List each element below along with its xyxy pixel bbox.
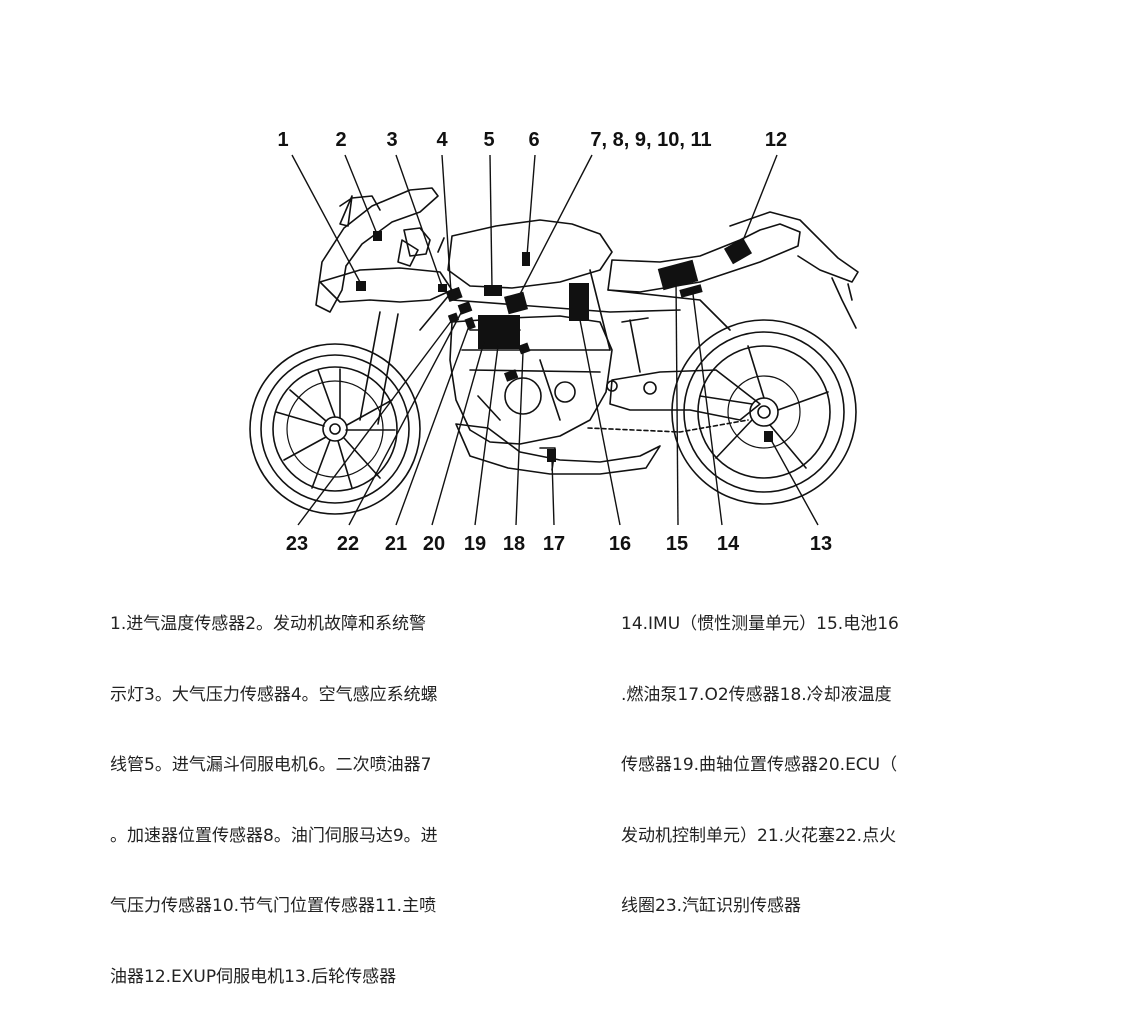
caption-right-line: .燃油泵17.O2传感器18.冷却液温度 bbox=[621, 684, 892, 705]
caption-left-line: 线管5。进气漏斗伺服电机6。二次喷油器7 bbox=[110, 755, 432, 775]
callout-17: 17 bbox=[543, 533, 565, 555]
motorcycle-diagram: 1 2 3 4 5 6 7, 8, 9, 10, 11 12 23 22 21 … bbox=[249, 129, 859, 555]
caption-left: 1.进气温度传感器2。发动机故障和系统警 示灯3。大气压力传感器4。空气感应系统… bbox=[110, 566, 438, 1013]
callout-19: 19 bbox=[464, 533, 486, 555]
marker-7-11 bbox=[504, 291, 528, 315]
front-wheel bbox=[249, 343, 421, 515]
seat bbox=[607, 223, 801, 293]
caption-left-line: 油器12.EXUP伺服电机13.后轮传感器 bbox=[110, 966, 397, 987]
caption-left-line: 气压力传感器10.节气门位置传感器11.主喷 bbox=[110, 896, 437, 916]
marker-16 bbox=[569, 283, 589, 321]
exhaust bbox=[455, 423, 661, 475]
callout-numbers: 1 2 3 4 5 6 7, 8, 9, 10, 11 12 23 22 21 … bbox=[277, 129, 832, 555]
callout-7-11: 7, 8, 9, 10, 11 bbox=[590, 129, 711, 151]
marker-2 bbox=[373, 231, 382, 241]
callout-4: 4 bbox=[436, 129, 448, 151]
caption-left-line: 示灯3。大气压力传感器4。空气感应系统螺 bbox=[110, 684, 438, 705]
callout-16: 16 bbox=[609, 533, 631, 555]
motorcycle-drawing bbox=[249, 187, 859, 515]
fuel-tank bbox=[447, 219, 613, 289]
caption-right-line: 传感器19.曲轴位置传感器20.ECU（ bbox=[621, 755, 898, 775]
callout-21: 21 bbox=[385, 533, 407, 555]
leader-lines bbox=[291, 154, 819, 526]
marker-12 bbox=[723, 237, 753, 265]
engine bbox=[449, 315, 613, 445]
side-panel bbox=[319, 267, 453, 303]
marker-22 bbox=[457, 301, 473, 315]
front-fork bbox=[359, 239, 419, 425]
marker-6 bbox=[522, 252, 530, 266]
callout-3: 3 bbox=[386, 129, 397, 151]
callout-14: 14 bbox=[717, 533, 740, 555]
callout-22: 22 bbox=[337, 533, 359, 555]
front-fairing bbox=[315, 187, 439, 313]
callout-23: 23 bbox=[286, 533, 308, 555]
marker-14 bbox=[679, 284, 703, 298]
caption-right-line: 14.IMU（惯性测量单元）15.电池16 bbox=[621, 614, 899, 634]
callout-20: 20 bbox=[423, 533, 445, 555]
tail bbox=[729, 211, 859, 283]
callout-15: 15 bbox=[666, 533, 688, 555]
caption-left-line: 1.进气温度传感器2。发动机故障和系统警 bbox=[110, 614, 427, 634]
marker-19 bbox=[503, 369, 519, 382]
caption-right-line: 发动机控制单元）21.火花塞22.点火 bbox=[621, 825, 897, 846]
marker-21 bbox=[464, 316, 476, 331]
callout-1: 1 bbox=[277, 129, 288, 151]
callout-5: 5 bbox=[483, 129, 494, 151]
marker-4 bbox=[445, 286, 463, 303]
tail-hugger bbox=[831, 277, 857, 329]
caption-right-line: 线圈23.汽缸识别传感器 bbox=[621, 896, 802, 916]
rear-shock bbox=[621, 317, 649, 373]
callout-18: 18 bbox=[503, 533, 525, 555]
marker-1 bbox=[356, 281, 366, 291]
marker-5 bbox=[484, 285, 502, 296]
callout-12: 12 bbox=[765, 129, 787, 151]
marker-17 bbox=[547, 449, 556, 462]
marker-3 bbox=[438, 284, 447, 292]
swingarm bbox=[609, 369, 761, 421]
caption-left-line: 。加速器位置传感器8。油门伺服马达9。进 bbox=[110, 825, 438, 846]
marker-20 bbox=[478, 315, 520, 349]
callout-6: 6 bbox=[528, 129, 539, 151]
callout-2: 2 bbox=[335, 129, 346, 151]
windscreen bbox=[339, 195, 381, 211]
marker-15 bbox=[657, 259, 699, 291]
caption-right: 14.IMU（惯性测量单元）15.电池16 .燃油泵17.O2传感器18.冷却液… bbox=[621, 566, 899, 942]
marker-18 bbox=[517, 342, 531, 355]
callout-13: 13 bbox=[810, 533, 832, 555]
marker-13 bbox=[764, 431, 773, 442]
